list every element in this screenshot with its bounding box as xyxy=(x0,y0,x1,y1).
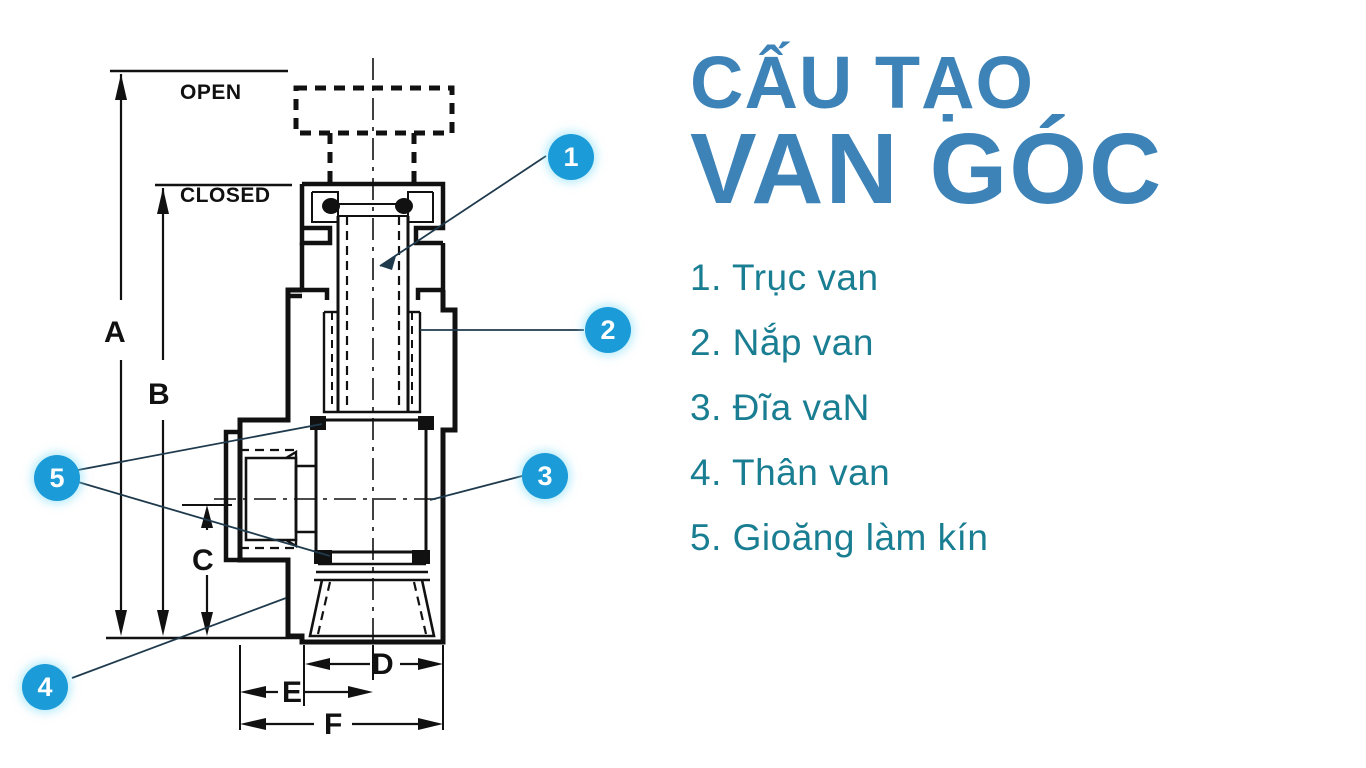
handle-open-outline xyxy=(293,85,455,136)
valve-stem-hidden-edges xyxy=(345,216,401,408)
dimension-label-b: B xyxy=(148,378,170,411)
stem-guide-hidden xyxy=(331,312,413,408)
valve-cross-section-diagram xyxy=(71,58,584,730)
callout-1[interactable]: 1 xyxy=(548,134,594,180)
state-label-closed: CLOSED xyxy=(180,184,271,207)
callout-4-label: 4 xyxy=(37,671,53,702)
info-panel: CẤU TẠO VAN GÓC 1. Trục van 2. Nắp van 3… xyxy=(690,41,1350,708)
dimension-B-arrow-down xyxy=(157,610,169,636)
parts-list-item-2: 2. Nắp van xyxy=(690,322,874,364)
outlet-taper xyxy=(308,579,436,638)
leader-line-4 xyxy=(71,597,287,679)
bonnet-oring-left xyxy=(322,198,340,214)
dimension-E-arrow-right xyxy=(348,686,373,698)
outlet-seat xyxy=(314,562,430,582)
dimension-C-arrow-down xyxy=(201,612,213,636)
callout-2[interactable]: 2 xyxy=(585,307,631,353)
callout-3[interactable]: 3 xyxy=(522,453,568,499)
parts-list-item-1: 1. Trục van xyxy=(690,257,879,299)
outlet-hidden-edges xyxy=(316,581,428,635)
valve-disc-gasket-right-lower xyxy=(412,550,430,564)
parts-list-item-4: 4. Thân van xyxy=(690,452,891,494)
valve-bonnet-outline xyxy=(299,181,446,246)
valve-disc-gasket-left-upper xyxy=(310,416,326,430)
valve-disc xyxy=(314,418,428,554)
parts-list: 1. Trục van 2. Nắp van 3. Đĩa vaN 4. Thâ… xyxy=(690,259,1350,556)
leader-lines xyxy=(71,155,584,679)
callout-5[interactable]: 5 xyxy=(34,455,80,501)
leader-line-5a xyxy=(77,423,323,471)
valve-body-neck xyxy=(299,243,446,300)
leader-1-arrowhead xyxy=(380,256,396,270)
callout-4[interactable]: 4 xyxy=(22,664,68,710)
callout-3-label: 3 xyxy=(537,460,553,491)
dimension-F-arrow-left xyxy=(240,718,266,730)
callout-2-label: 2 xyxy=(600,314,616,345)
dimension-F-arrow-right xyxy=(418,718,443,730)
dimension-D-arrow-right xyxy=(418,658,443,670)
valve-body-steps xyxy=(223,293,302,563)
dimension-label-d: D xyxy=(372,648,394,681)
valve-stem xyxy=(336,216,410,412)
dimension-D-arrow-left xyxy=(305,658,330,670)
dimension-A-arrow-down xyxy=(115,610,127,636)
valve-disc-gasket-right-upper xyxy=(418,416,434,430)
dimension-E-arrow-left xyxy=(240,686,266,698)
dimension-label-f: F xyxy=(324,708,343,741)
leader-line-5b xyxy=(77,481,331,557)
dimension-label-c: C xyxy=(192,544,214,577)
dimension-ext-lines xyxy=(239,645,444,730)
dimension-C-arrow-up xyxy=(201,505,213,528)
handle-stems-dashed xyxy=(327,133,417,186)
leader-line-3 xyxy=(429,475,523,501)
callout-1-label: 1 xyxy=(563,141,579,172)
callout-5-label: 5 xyxy=(49,462,65,493)
state-label-open: OPEN xyxy=(180,81,242,104)
dimension-label-e: E xyxy=(282,676,303,709)
page-title-line2: VAN GÓC xyxy=(690,113,1164,226)
leader-line-1 xyxy=(379,155,547,267)
page-title-line1: CẤU TẠO xyxy=(690,41,1035,124)
side-port-hidden-edges xyxy=(240,448,300,550)
bonnet-oring-right xyxy=(395,198,413,214)
dimension-label-a: A xyxy=(104,316,126,349)
parts-list-item-5: 5. Gioăng làm kín xyxy=(690,517,989,559)
parts-list-item-3: 3. Đĩa vaN xyxy=(690,387,870,429)
